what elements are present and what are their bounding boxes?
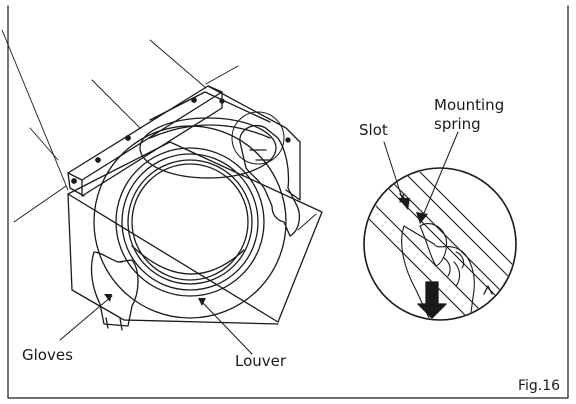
louver-label: Louver xyxy=(235,352,287,370)
down-arrow-icon xyxy=(417,281,447,319)
left-glove xyxy=(90,251,139,327)
slot-label: Slot xyxy=(359,121,388,139)
gloves-label: Gloves xyxy=(22,346,73,364)
figure-frame xyxy=(7,5,569,399)
figure-number: Fig.16 xyxy=(518,378,561,394)
mounting-spring-label-line2: spring xyxy=(434,115,481,133)
right-glove xyxy=(239,125,301,237)
mounting-spring-label-line1: Mounting xyxy=(434,96,505,114)
ceiling-lines xyxy=(1,29,317,231)
detail-view xyxy=(363,131,517,321)
ceiling-unit xyxy=(59,85,323,355)
